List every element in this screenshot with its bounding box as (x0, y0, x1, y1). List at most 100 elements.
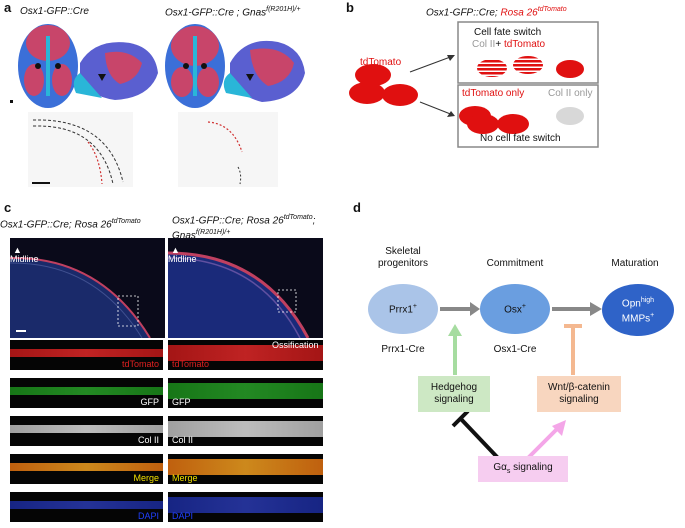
node-prrx1: Prrx1+ (368, 284, 438, 334)
panel-b-title-sup: tdTomato (537, 6, 567, 13)
strip-merge-mutant: Merge (168, 454, 323, 484)
panel-a-title-right-sup: f(R201H)/+ (266, 6, 301, 13)
red-cell-switch (556, 60, 584, 78)
strip-band (168, 345, 323, 361)
strip-col-ii-mutant: Col II (168, 416, 323, 446)
node-mature-l1-label: Opn (621, 298, 641, 309)
panel-c-title-right-l2-main: Gnas (172, 230, 196, 242)
panel-b-box2-right: Col II only (548, 88, 593, 99)
section-control (28, 112, 133, 187)
panel-c-title-left-sup: tdTomato (111, 218, 141, 225)
panel-b-title-red: Rosa 26 (500, 7, 538, 19)
node-osx-text: Osx+ (504, 303, 526, 315)
gas-signaling-text: Gαs signaling (493, 462, 552, 477)
wnt-signaling-label: Wnt/β-catenin signaling (548, 381, 610, 406)
striped-cell-2 (513, 56, 543, 74)
strip-gfp-mutant: GFP (168, 378, 323, 408)
channel-label: Merge (172, 473, 198, 483)
source-cell-3 (382, 84, 418, 106)
node-mature: Opnhigh MMPs+ (602, 284, 674, 336)
channel-label: DAPI (172, 511, 194, 521)
panel-c-title-left: Osx1-GFP::Cre; Rosa 26tdTomato (0, 218, 141, 230)
node-osx-label: Osx (504, 304, 522, 316)
panel-a-label: a (4, 0, 12, 15)
overview-control (10, 238, 165, 338)
panel-b-box1-title: Cell fate switch (474, 27, 542, 38)
node-prrx1-text: Prrx1+ (389, 303, 417, 315)
node-osx-sup: + (521, 302, 526, 310)
cre-osx1: Osx1-Cre (493, 344, 537, 355)
panel-a-section-images (28, 112, 278, 187)
strip-band (10, 463, 163, 471)
channel-label: DAPI (137, 511, 159, 521)
panel-a-title-right: Osx1-GFP::Cre ; Gnasf(R201H)/+ (165, 6, 301, 18)
strip-band (168, 421, 323, 437)
panel-a-title-left: Osx1-GFP::Cre (20, 6, 89, 17)
stage-commitment: Commitment (486, 258, 544, 269)
gas-tail: signaling (510, 461, 553, 473)
strip-band (10, 425, 163, 433)
midline-mutant-label: Midline (168, 254, 197, 264)
node-mature-l2-sup: + (650, 312, 655, 319)
strip-tdtomato-mutant: tdTomato (168, 340, 323, 370)
midline-mutant: ▲ (171, 245, 180, 255)
panel-a-skull-images (10, 24, 305, 108)
striped-cell-1 (477, 59, 507, 77)
skull-lateral-control (73, 42, 158, 100)
node-prrx1-sup: + (412, 302, 417, 310)
panel-b-source-label: tdTomato (360, 57, 402, 68)
panel-d-label: d (353, 200, 361, 215)
channel-label: Merge (133, 473, 159, 483)
channel-label: GFP (140, 397, 159, 407)
box1-sub-gray: Col II (472, 39, 496, 50)
gas-signaling-box: Gαs signaling (478, 456, 568, 482)
node-prrx1-label: Prrx1 (389, 304, 413, 316)
strip-band (168, 383, 323, 399)
node-mature-line2: MMPs+ (622, 310, 654, 325)
panel-b-box2-bottom: No cell fate switch (480, 133, 561, 144)
panel-c-title-left-main: Osx1-GFP::Cre; Rosa 26 (0, 219, 112, 231)
hedgehog-signaling-label: Hedgehog signaling (430, 381, 478, 406)
panel-c-title-right-l1-sup: tdTomato (283, 214, 313, 221)
red-cell-c (497, 114, 529, 134)
channel-label: tdTomato (172, 359, 210, 369)
channel-label: Col II (137, 435, 159, 445)
source-cell-1 (355, 64, 391, 86)
box1-sub-red: tdTomato (503, 39, 546, 50)
wnt-signaling-box: Wnt/β-catenin signaling (537, 376, 621, 412)
strip-col-ii-control: Col II (10, 416, 163, 446)
channel-label: tdTomato (121, 359, 159, 369)
panel-d-arrows (440, 302, 602, 460)
midline-control-label: Midline (10, 254, 39, 264)
skull-lateral-mutant (223, 40, 305, 102)
panel-c-title-right-l2-sup: f(R201H)/+ (195, 229, 231, 237)
strip-dapi-control: DAPI (10, 492, 163, 522)
panel-c-title-right-l1-tail: ; (312, 215, 316, 227)
red-cell-b (467, 114, 499, 134)
strip-gfp-control: GFP (10, 378, 163, 408)
gas-main: Gα (493, 461, 507, 473)
cre-prrx1: Prrx1-Cre (381, 344, 425, 355)
panel-c-title-right-l1-main: Osx1-GFP::Cre; Rosa 26 (172, 215, 284, 227)
strip-band (10, 349, 163, 357)
strip-band (10, 501, 163, 509)
strip-band (168, 497, 323, 513)
panel-b-title-main: Osx1-GFP::Cre; (426, 7, 501, 19)
gas-sub: s (506, 467, 511, 475)
panel-a-title-right-main: Osx1-GFP::Cre ; Gnas (165, 7, 267, 19)
panel-c-title-right: Osx1-GFP::Cre; Rosa 26tdTomato; Gnasf(R2… (172, 212, 315, 243)
channel-label: Col II (172, 435, 194, 445)
ossification-label: Ossification (272, 340, 319, 350)
overview-control-svg (10, 256, 151, 338)
gray-cell (556, 107, 584, 125)
stage-maturation: Maturation (611, 258, 659, 269)
section-mutant (178, 112, 278, 187)
panel-b-label: b (346, 0, 354, 15)
channel-label: GFP (172, 397, 191, 407)
source-cell-2 (349, 82, 385, 104)
skull-dorsal-control (18, 24, 78, 108)
stage-skeletal-progenitors: Skeletal progenitors (377, 246, 429, 269)
panel-b-box1-sub: Col II+ tdTomato (472, 39, 545, 50)
strip-band (10, 387, 163, 395)
node-mature-l2-label: MMPs (621, 313, 651, 325)
